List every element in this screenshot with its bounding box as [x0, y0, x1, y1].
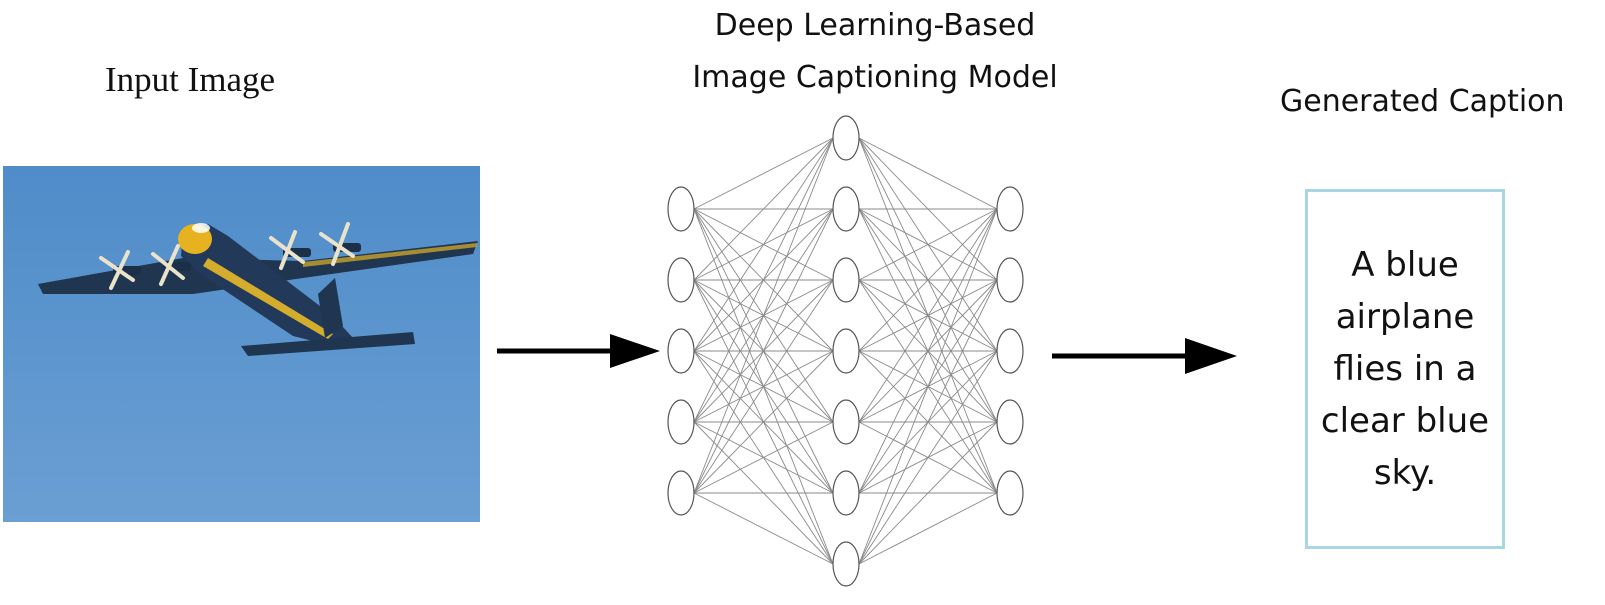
caption-text: A blue airplane flies in a clear blue sk…: [1320, 245, 1490, 493]
input-airplane-photo: [3, 166, 480, 522]
connection-line: [858, 208, 998, 423]
connection-line: [693, 137, 834, 281]
neuron-node-layer-3: [996, 470, 1024, 516]
connection-line: [858, 208, 998, 352]
caption-box: A blue airplane flies in a clear blue sk…: [1305, 189, 1505, 549]
airplane-tail: [241, 332, 415, 356]
neuron-node-layer-3: [996, 186, 1024, 232]
connection-line: [693, 137, 834, 494]
model-to-caption-arrow: [1052, 338, 1237, 374]
connection-line: [693, 492, 834, 565]
connection-line: [858, 279, 998, 565]
connection-line: [858, 421, 998, 565]
neural-network: [667, 115, 1024, 587]
airplane-fuselage: [181, 224, 353, 346]
neuron-node-layer-2: [832, 257, 860, 303]
neuron-node-layer-3: [996, 257, 1024, 303]
model-title: Deep Learning-Based Image Captioning Mod…: [600, 0, 1150, 104]
neuron-node-layer-1: [667, 257, 695, 303]
propeller: [99, 222, 355, 290]
neuron-node-layer-2: [832, 115, 860, 161]
neuron-node-layer-2: [832, 186, 860, 232]
neuron-node-layer-3: [996, 399, 1024, 445]
neuron-node-layer-1: [667, 470, 695, 516]
connection-line: [858, 208, 998, 494]
neuron-node-layer-2: [832, 541, 860, 587]
connection-line: [693, 421, 834, 494]
input-image-label: Input Image: [105, 60, 276, 99]
connection-line: [858, 492, 998, 565]
connection-line: [693, 279, 834, 494]
connection-line: [858, 137, 998, 210]
connection-line: [693, 137, 834, 210]
neuron-node-layer-1: [667, 328, 695, 374]
connection-line: [693, 350, 834, 494]
connection-line: [858, 350, 998, 565]
connection-line: [693, 208, 834, 494]
generated-caption-label: Generated Caption: [1280, 84, 1565, 119]
neuron-node-layer-2: [832, 470, 860, 516]
network-connections: [693, 137, 998, 565]
connection-line: [858, 208, 998, 281]
connection-line: [693, 137, 834, 352]
neuron-node-layer-1: [667, 186, 695, 232]
neuron-node-layer-3: [996, 328, 1024, 374]
model-title-line-1: Deep Learning-Based: [714, 8, 1036, 43]
connection-line: [693, 137, 834, 423]
neuron-node-layer-1: [667, 399, 695, 445]
model-title-line-2: Image Captioning Model: [692, 60, 1058, 95]
airplane: [38, 222, 478, 356]
neuron-node-layer-2: [832, 328, 860, 374]
input-to-model-arrow: [497, 334, 660, 368]
connection-line: [858, 208, 998, 565]
neuron-node-layer-2: [832, 399, 860, 445]
